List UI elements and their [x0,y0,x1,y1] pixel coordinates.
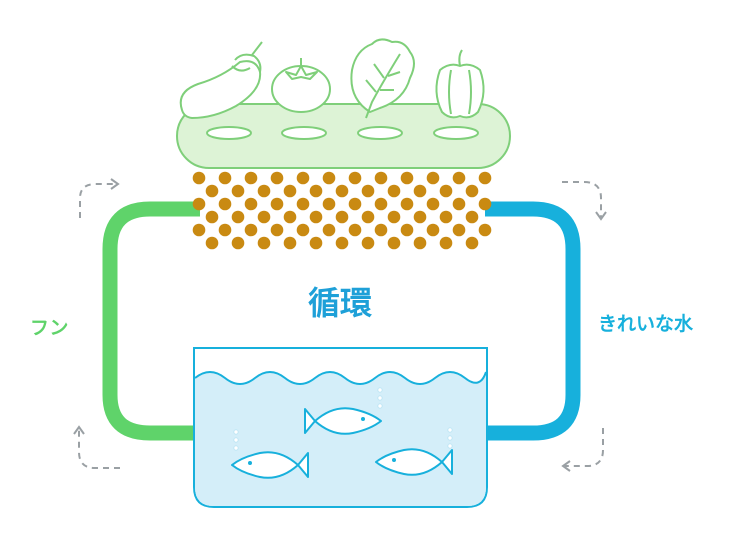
media-dot [270,171,284,185]
media-dot [439,236,453,250]
media-dot [322,197,336,211]
media-dot [309,184,323,198]
media-dot [218,197,232,211]
media-dot [231,184,245,198]
media-dot [322,223,336,237]
media-dot [452,197,466,211]
media-dot [257,184,271,198]
media-dot [439,184,453,198]
fish-icon [231,451,309,479]
media-dot [205,236,219,250]
fish-icon [304,407,382,435]
media-dot [478,223,492,237]
clean-water-label: きれいな水 [598,313,694,335]
media-dot [478,197,492,211]
cycle-label: 循環 [307,284,372,322]
media-dot [400,197,414,211]
media-dot [387,210,401,224]
media-dot [296,223,310,237]
media-dot [361,210,375,224]
media-dot [400,171,414,185]
grow-bed [176,103,511,169]
media-dot [413,184,427,198]
eggplant-icon [179,41,263,119]
media-dot [205,184,219,198]
media-dot [283,210,297,224]
bell-pepper-icon [435,49,485,119]
media-dot [296,171,310,185]
media-dot [244,197,258,211]
media-dot [283,236,297,250]
media-dot [387,184,401,198]
media-dot [465,184,479,198]
media-dot [348,197,362,211]
loop-pipe-right [484,201,581,441]
media-dot [231,210,245,224]
media-dot [426,223,440,237]
media-dot [335,184,349,198]
media-dot [322,171,336,185]
fish-icon [375,448,453,476]
media-dot [205,210,219,224]
media-dot [296,197,310,211]
flow-arrow-top-right [562,181,607,221]
flow-arrow-bottom-left [73,425,120,469]
media-dot [244,171,258,185]
media-dot [192,223,206,237]
media-dot [257,210,271,224]
media-dot [335,210,349,224]
water [195,372,486,506]
media-dot [231,236,245,250]
media-dot [361,184,375,198]
flow-arrow-bottom-right [561,428,604,472]
media-dot [387,236,401,250]
media-dot [270,223,284,237]
media-dot [192,171,206,185]
media-dot [192,197,206,211]
plant-hole [206,126,252,140]
media-dot [218,223,232,237]
tomato-icon [271,58,331,113]
media-dot [426,171,440,185]
media-dot [465,210,479,224]
media-dot [374,197,388,211]
media-dot [465,236,479,250]
media-dot [309,236,323,250]
plant-hole [357,126,403,140]
media-dot [348,223,362,237]
flow-arrow-top-left [79,178,120,218]
media-dot [452,223,466,237]
media-dot [400,223,414,237]
media-dot [439,210,453,224]
media-dot [374,171,388,185]
media-dot [374,223,388,237]
media-dot [218,171,232,185]
media-dot [309,210,323,224]
media-dot [413,210,427,224]
plant-hole [281,126,327,140]
media-dot [413,236,427,250]
media-dot [283,184,297,198]
media-dot [452,171,466,185]
media-dot [361,236,375,250]
media-dot [348,171,362,185]
waste-label: フン [30,317,69,339]
media-dot [426,197,440,211]
loop-pipe-left [102,201,200,441]
media-dot [244,223,258,237]
growing-media [192,171,492,250]
media-dot [257,236,271,250]
leafy-green-icon [350,38,415,119]
plant-hole [433,126,479,140]
media-dot [478,171,492,185]
media-dot [270,197,284,211]
media-dot [335,236,349,250]
water-surface [194,371,487,385]
bubbles [233,387,453,451]
